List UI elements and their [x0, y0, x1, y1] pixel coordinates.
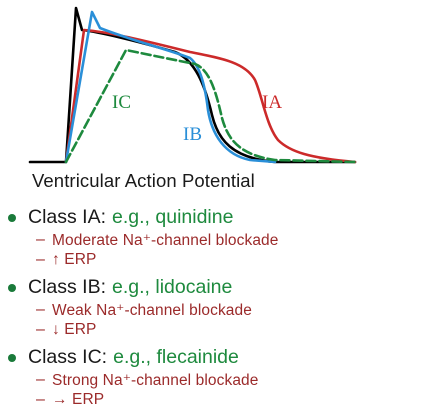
antiarrhythmic-class-list: Class IA: e.g., quinidine –Moderate Na⁺-…	[8, 204, 418, 414]
dash-icon: –	[36, 231, 45, 248]
class-ia-item: Class IA: e.g., quinidine –Moderate Na⁺-…	[8, 204, 418, 270]
class-ic-effect: Strong Na⁺-channel blockade	[52, 371, 259, 389]
class-ib-erp: ↓ ERP	[52, 321, 97, 338]
class-ic-drug: e.g., flecainide	[113, 345, 239, 368]
class-ia-effect: Moderate Na⁺-channel blockade	[52, 231, 279, 249]
class-ia-label: IA	[262, 92, 282, 113]
bullet-icon	[8, 354, 16, 362]
class-ia-erp: ↑ ERP	[52, 251, 97, 268]
class-ic-curve	[64, 48, 357, 164]
class-ib-curve	[64, 10, 277, 164]
figure-caption: Ventricular Action Potential	[32, 170, 255, 191]
class-ib-effect: Weak Na⁺-channel blockade	[52, 301, 252, 319]
class-ib-drug: e.g., lidocaine	[112, 275, 233, 298]
class-ia-name: Class IA:	[28, 205, 107, 228]
bullet-icon	[8, 284, 16, 292]
dash-icon: –	[36, 251, 45, 268]
class-ia-drug: e.g., quinidine	[112, 205, 234, 228]
dash-icon: –	[36, 391, 45, 408]
class-ic-item: Class IC: e.g., flecainide –Strong Na⁺-c…	[8, 344, 418, 410]
bullet-icon	[8, 214, 16, 222]
class-ib-name: Class IB:	[28, 275, 107, 298]
class-ia-curve	[64, 28, 357, 164]
class-ib-label: IB	[183, 124, 202, 145]
dash-icon: –	[36, 321, 45, 338]
class-ic-name: Class IC:	[28, 345, 108, 368]
class-ic-label: IC	[112, 92, 131, 113]
dash-icon: –	[36, 301, 45, 318]
action-potential-diagram: IA IB IC	[28, 6, 357, 164]
class-ib-item: Class IB: e.g., lidocaine –Weak Na⁺-chan…	[8, 274, 418, 340]
dash-icon: –	[36, 371, 45, 388]
class-ic-erp: → ERP	[52, 391, 105, 408]
